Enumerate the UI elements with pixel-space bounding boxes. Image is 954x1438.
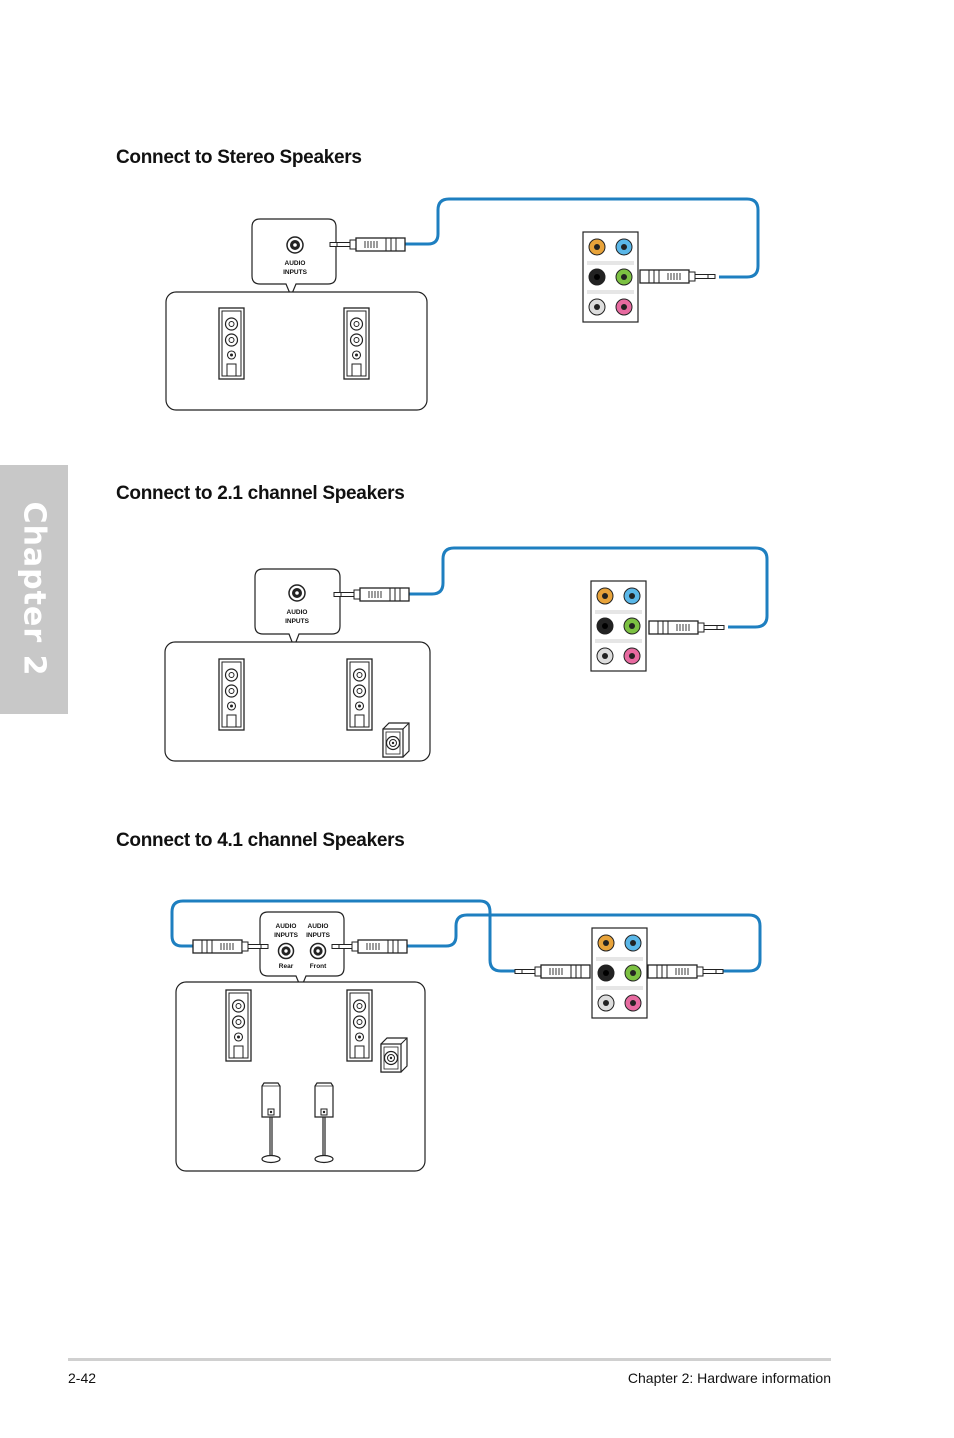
plug-icon xyxy=(647,964,724,979)
footer-chapter-title: Chapter 2: Hardware information xyxy=(627,1370,831,1386)
rear-audio-panel xyxy=(582,231,639,323)
2-1-channel-speakers-diagram: AUDIO INPUTS xyxy=(164,546,769,762)
connector-label: AUDIO xyxy=(287,609,308,616)
front-right-speaker-icon xyxy=(346,989,373,1062)
speaker-group-box xyxy=(175,981,426,1172)
chapter-tab: Chapter 2 xyxy=(0,465,68,714)
rear-audio-panel xyxy=(590,580,647,672)
stereo-speakers-diagram: AUDIO INPUTS xyxy=(165,197,760,411)
connector-label: AUDIO xyxy=(285,260,306,267)
audio-inputs-callout: AUDIO INPUTS xyxy=(251,218,337,298)
audio-cable xyxy=(170,899,515,973)
footer-divider xyxy=(68,1358,831,1361)
rear-audio-panel xyxy=(591,927,648,1019)
rear-port-label: Rear xyxy=(279,963,294,970)
connector-label: INPUTS xyxy=(285,618,310,625)
front-left-speaker-icon xyxy=(218,307,245,380)
4-1-channel-speakers-diagram: AUDIO INPUTS AUDIO INPUTS Rear Front xyxy=(170,899,762,1172)
connector-label: AUDIO xyxy=(308,923,329,930)
subwoofer-icon xyxy=(382,722,410,758)
connector-label: AUDIO xyxy=(276,923,297,930)
heading-4-1-channel-speakers: Connect to 4.1 channel Speakers xyxy=(116,830,405,851)
plug-icon xyxy=(192,939,269,954)
front-port-label: Front xyxy=(310,963,327,970)
subwoofer-icon xyxy=(380,1037,408,1073)
heading-stereo-speakers: Connect to Stereo Speakers xyxy=(116,147,362,168)
plug-icon xyxy=(333,587,410,602)
plug-icon xyxy=(329,237,406,252)
plug-icon xyxy=(639,269,716,284)
connector-label: INPUTS xyxy=(283,269,308,276)
front-left-speaker-icon xyxy=(218,658,245,731)
audio-inputs-callout: AUDIO INPUTS xyxy=(254,568,341,649)
front-right-speaker-icon xyxy=(346,658,373,731)
audio-cable xyxy=(405,197,760,279)
front-right-speaker-icon xyxy=(343,307,370,380)
page-number: 2-42 xyxy=(68,1370,97,1386)
audio-cable xyxy=(406,913,762,973)
heading-2-1-channel-speakers: Connect to 2.1 channel Speakers xyxy=(116,483,405,504)
audio-cable xyxy=(409,546,769,629)
plug-icon xyxy=(514,964,591,979)
connector-label: INPUTS xyxy=(306,932,331,939)
audio-inputs-callout: AUDIO INPUTS AUDIO INPUTS Rear Front xyxy=(259,911,345,990)
plug-icon xyxy=(648,620,725,635)
connector-label: INPUTS xyxy=(274,932,299,939)
speaker-group-box xyxy=(165,291,428,411)
front-left-speaker-icon xyxy=(225,989,252,1062)
